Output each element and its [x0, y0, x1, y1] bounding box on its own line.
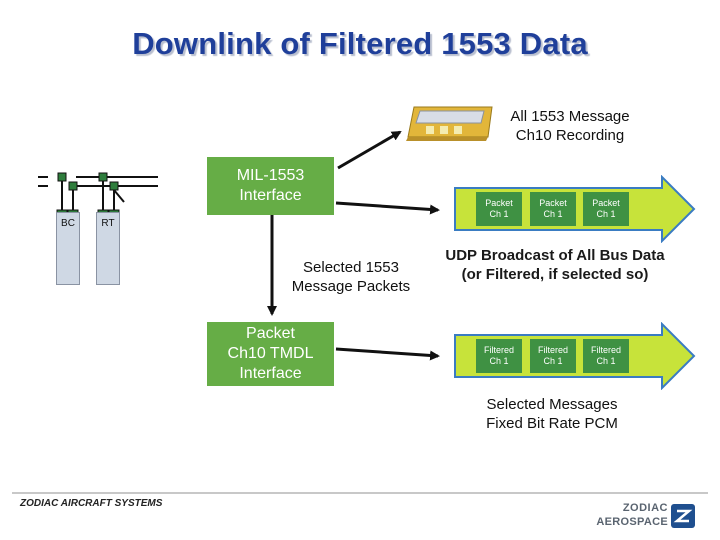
bc-unit: BC — [56, 212, 80, 285]
pcm-stream-arrow: Filtered Ch 1 Filtered Ch 1 Filtered Ch … — [454, 322, 696, 390]
pcm-packet-1: Filtered Ch 1 — [476, 339, 522, 373]
udp-packet-2-line2: Ch 1 — [543, 209, 563, 219]
page-title: Downlink of Filtered 1553 Data — [132, 26, 588, 61]
udp-packet-3-line2: Ch 1 — [596, 209, 616, 219]
zodiac-mark-icon — [671, 504, 695, 528]
pcm-packet-3-line1: Filtered — [590, 345, 621, 355]
recorder-device-icon — [404, 103, 496, 143]
selected-label-line2: Message Packets — [291, 278, 411, 295]
pcm-packet-1-line1: Filtered — [483, 345, 514, 355]
pcm-packet-2-line1: Filtered — [537, 345, 568, 355]
udp-packet-3-line1: Packet — [592, 198, 620, 208]
pcm-packet-3: Filtered Ch 1 — [583, 339, 629, 373]
bus-lines — [38, 176, 158, 212]
pcm-caption: Selected Messages Fixed Bit Rate PCM — [462, 395, 642, 433]
selected-packets-label: Selected 1553 Message Packets — [280, 258, 422, 296]
pcm-packet-1-line2: Ch 1 — [489, 356, 509, 366]
logo-text-line1: ZODIAC — [622, 502, 668, 514]
arrow-to-pcm-stream — [335, 347, 440, 361]
footer-company: ZODIAC AIRCRAFT SYSTEMS — [20, 498, 163, 509]
tmdl-line3: Interface — [239, 365, 302, 382]
tmdl-interface-box: Packet Ch10 TMDL Interface — [207, 322, 334, 386]
recorder-label-line1: All 1553 Message — [510, 108, 630, 125]
udp-packet-1-line1: Packet — [485, 198, 513, 208]
arrow-to-recorder — [337, 130, 402, 170]
selected-label-line1: Selected 1553 — [303, 259, 399, 276]
rt-label: RT — [101, 218, 115, 229]
udp-packet-1-line2: Ch 1 — [489, 209, 509, 219]
udp-caption-line2: (or Filtered, if selected so) — [461, 266, 649, 283]
pcm-caption-line1: Selected Messages — [486, 396, 618, 413]
pcm-packet-3-line2: Ch 1 — [596, 356, 616, 366]
mil-interface-line1: MIL-1553 — [236, 167, 305, 184]
recorder-label-line2: Ch10 Recording — [515, 127, 625, 144]
pcm-caption-line2: Fixed Bit Rate PCM — [486, 415, 618, 432]
arrow-to-udp-stream — [335, 201, 440, 215]
bc-label: BC — [61, 218, 75, 229]
recorder-label: All 1553 Message Ch10 Recording — [490, 107, 650, 145]
zodiac-aerospace-logo: ZODIAC AEROSPACE — [590, 500, 702, 534]
udp-packet-1: Packet Ch 1 — [476, 192, 522, 226]
udp-caption: UDP Broadcast of All Bus Data (or Filter… — [425, 246, 685, 284]
udp-packet-2-line1: Packet — [539, 198, 567, 208]
udp-caption-line1: UDP Broadcast of All Bus Data — [445, 247, 665, 264]
udp-packet-3: Packet Ch 1 — [583, 192, 629, 226]
pcm-packet-2-line2: Ch 1 — [543, 356, 563, 366]
pcm-packet-2: Filtered Ch 1 — [530, 339, 576, 373]
rt-unit: RT — [96, 212, 120, 285]
mil-interface-line2: Interface — [239, 187, 302, 204]
tmdl-line1: Packet — [246, 325, 295, 342]
mil-1553-interface-box: MIL-1553 Interface — [207, 157, 334, 215]
udp-packet-2: Packet Ch 1 — [530, 192, 576, 226]
tmdl-line2: Ch10 TMDL — [227, 345, 314, 362]
logo-text-line2: AEROSPACE — [596, 516, 668, 528]
udp-stream-arrow: Packet Ch 1 Packet Ch 1 Packet Ch 1 — [454, 175, 696, 243]
